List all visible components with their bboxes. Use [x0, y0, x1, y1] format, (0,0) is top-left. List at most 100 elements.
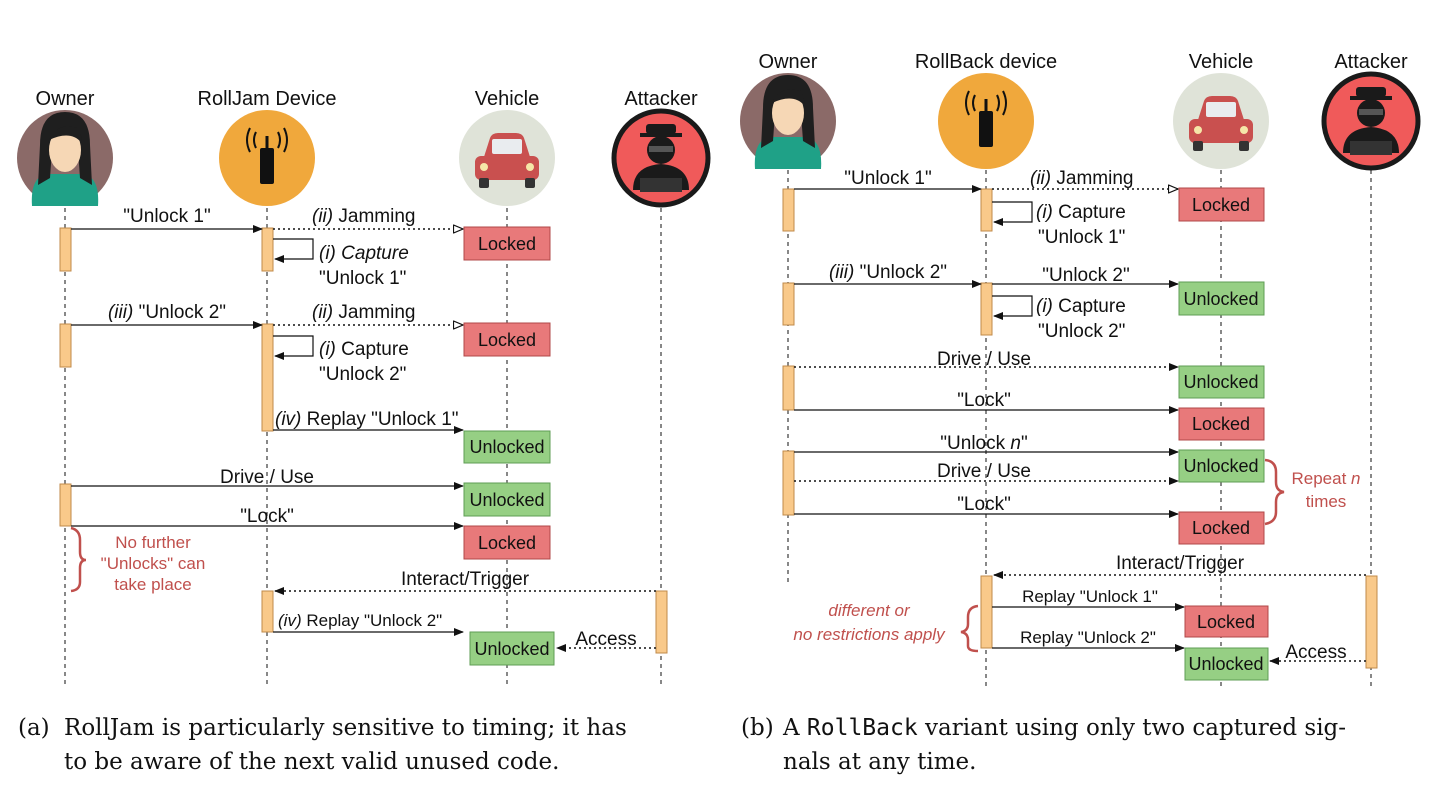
state-locked-box — [1178, 187, 1265, 222]
message-label: Drive / Use — [937, 461, 1031, 482]
activation-bar — [261, 227, 274, 272]
note-text: "Unlocks" can — [101, 554, 206, 573]
state-locked-box — [463, 226, 551, 261]
state-unlocked-box — [1178, 449, 1265, 483]
message-label: (iv) Replay "Unlock 2" — [278, 611, 442, 630]
car-icon — [459, 110, 555, 206]
capture-label: (i) Capture — [319, 243, 409, 264]
restriction-note: different or — [828, 601, 911, 620]
message-label: (iii) "Unlock 2" — [108, 302, 226, 323]
message-label: (ii) Jamming — [1030, 168, 1133, 189]
state-label: Locked — [1197, 612, 1255, 632]
state-unlocked-box — [469, 631, 555, 666]
activation-bar — [1365, 575, 1378, 669]
message-label: "Lock" — [957, 390, 1011, 411]
message-label: (iv) Replay "Unlock 1" — [275, 409, 459, 430]
panel-a: Owner RollJam Device Vehicle Attacker — [17, 88, 711, 775]
state-label: Locked — [478, 533, 536, 553]
state-unlocked-box — [1184, 647, 1269, 681]
state-label: Unlocked — [1183, 289, 1258, 309]
actor-attacker-label: Attacker — [1334, 51, 1408, 73]
self-message-arrow — [273, 335, 314, 360]
activation-bar — [782, 450, 795, 516]
hacker-icon — [1321, 71, 1421, 171]
activation-bar — [59, 323, 72, 368]
message-label: "Unlock 1" — [123, 206, 210, 227]
message-label: Drive / Use — [937, 349, 1031, 370]
message-label: Access — [1285, 642, 1346, 663]
capture-label: (i) Capture — [1036, 202, 1126, 223]
activation-bar — [59, 483, 72, 527]
state-label: Locked — [1192, 518, 1250, 538]
restriction-brace — [960, 604, 979, 653]
note-text: No further — [115, 533, 191, 552]
caption-tag: (a) — [18, 715, 50, 741]
restriction-note: no restrictions apply — [793, 625, 946, 644]
note-brace — [70, 526, 87, 593]
actor-device-label: RollJam Device — [198, 88, 337, 110]
activation-bar — [261, 323, 274, 432]
repeat-brace — [1264, 458, 1285, 526]
self-message-arrow — [992, 201, 1033, 226]
activation-bar — [980, 282, 993, 336]
repeat-label: Repeat n — [1291, 469, 1360, 488]
capture-code-label: "Unlock 2" — [1038, 321, 1125, 342]
state-locked-box — [463, 525, 551, 560]
state-unlocked-box — [463, 482, 551, 517]
state-label: Unlocked — [1183, 372, 1258, 392]
caption-text: to be aware of the next valid unused cod… — [64, 749, 559, 775]
state-label: Unlocked — [1188, 654, 1263, 674]
capture-code-label: "Unlock 1" — [319, 268, 406, 289]
state-label: Unlocked — [474, 639, 549, 659]
actor-owner-label: Owner — [36, 88, 95, 110]
activation-bar — [782, 365, 795, 411]
car-icon — [1173, 73, 1269, 169]
state-locked-box — [1178, 407, 1265, 441]
actor-vehicle-label: Vehicle — [1189, 51, 1254, 73]
actor-device-label: RollBack device — [915, 51, 1057, 73]
message-label: "Unlock 2" — [1042, 265, 1129, 286]
capture-label: (i) Capture — [1036, 296, 1126, 317]
message-label: Access — [575, 629, 636, 650]
capture-label: (i) Capture — [319, 339, 409, 360]
state-unlocked-box — [1178, 365, 1265, 399]
activation-bar — [782, 282, 795, 326]
state-label: Locked — [1192, 414, 1250, 434]
activation-bar — [59, 227, 72, 272]
activation-bar — [980, 188, 993, 232]
message-label: "Lock" — [957, 494, 1011, 515]
caption-text: RollJam is particularly sensitive to tim… — [64, 715, 627, 741]
message-label: Replay "Unlock 1" — [1022, 587, 1158, 606]
message-label: "Lock" — [240, 506, 294, 527]
activation-bar — [655, 590, 668, 654]
panel-b: Owner RollBack device Vehicle Attacker — [740, 51, 1421, 775]
self-message-arrow — [992, 295, 1033, 320]
message-label: (iii) "Unlock 2" — [829, 262, 947, 283]
state-unlocked-box — [463, 430, 551, 464]
owner-avatar-icon — [17, 110, 113, 206]
message-label: Replay "Unlock 2" — [1020, 628, 1156, 647]
state-label: Locked — [1192, 195, 1250, 215]
state-label: Locked — [478, 234, 536, 254]
activation-bar — [261, 590, 274, 633]
repeat-label: times — [1306, 492, 1347, 511]
note-text: take place — [114, 575, 192, 594]
caption-text: A RollBack variant using only two captur… — [782, 715, 1346, 741]
message-label: Interact/Trigger — [401, 569, 530, 590]
capture-code-label: "Unlock 1" — [1038, 227, 1125, 248]
activation-bar — [980, 575, 993, 649]
self-message-arrow — [273, 238, 314, 263]
caption-tag: (b) — [741, 715, 774, 741]
state-label: Unlocked — [469, 437, 544, 457]
actor-attacker-label: Attacker — [624, 88, 698, 110]
message-label: "Unlock n" — [940, 433, 1027, 454]
owner-avatar-icon — [740, 73, 836, 169]
caption-text: nals at any time. — [783, 749, 976, 775]
message-label: "Unlock 1" — [844, 168, 931, 189]
state-locked-box — [1184, 605, 1269, 638]
hacker-icon — [611, 108, 711, 208]
message-label: Interact/Trigger — [1116, 553, 1245, 574]
state-label: Locked — [478, 330, 536, 350]
state-label: Unlocked — [469, 490, 544, 510]
